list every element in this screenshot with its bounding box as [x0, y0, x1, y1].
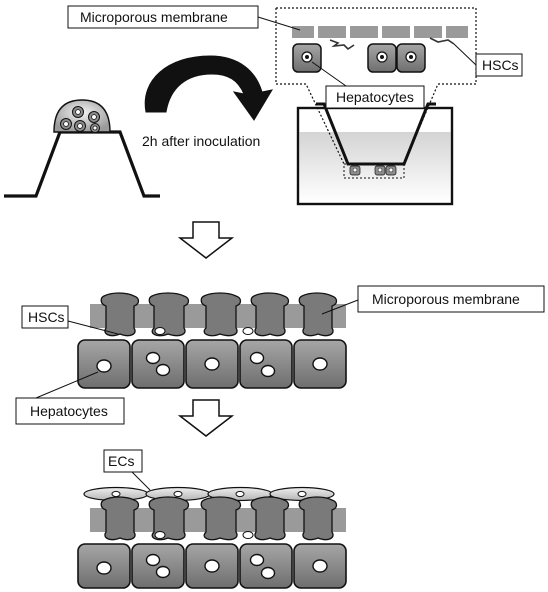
down-arrow-icon: [177, 221, 235, 259]
suspended-hepatocyte: [60, 118, 72, 130]
hsc-nuclei-middle: [154, 327, 254, 335]
hscs-bottom-layer: [100, 496, 338, 541]
seeding-stand: [4, 99, 160, 198]
hepatocyte-cell: [131, 543, 185, 589]
zoom-region: [343, 163, 405, 179]
suspended-hepatocyte: [88, 111, 100, 123]
hscs-middle-label: HSCs: [28, 309, 65, 325]
hsc-nuclei-bottom: [154, 531, 254, 539]
culture-insert: [296, 102, 454, 206]
hscs-top-label: HSCs: [482, 57, 519, 73]
callout-hscs-top: HSCs: [453, 43, 523, 77]
ecs-label: ECs: [108, 453, 134, 469]
curved-arrow-icon: [144, 55, 274, 121]
suspended-hepatocyte: [72, 106, 84, 118]
callout-ecs: ECs: [103, 449, 151, 491]
hepatocyte-cell: [131, 339, 185, 389]
down-arrow-icon: [177, 399, 235, 437]
membrane-top-label: Microporous membrane: [80, 9, 228, 25]
hepatocyte-top-left: [292, 43, 322, 73]
callout-hepatocytes-top: Hepatocytes: [311, 61, 425, 109]
suspended-hepatocyte: [74, 120, 86, 132]
callout-hepatocytes-middle: Hepatocytes: [15, 371, 125, 425]
membrane-middle-label: Microporous membrane: [372, 291, 520, 307]
hscs-middle-layer: [100, 292, 338, 337]
hepatocyte-top-right: [396, 43, 426, 73]
magnification-frame: [275, 7, 477, 165]
hepatocytes-top-label: Hepatocytes: [336, 89, 414, 105]
callout-membrane-top: Microporous membrane: [67, 5, 301, 31]
mini-cells: [349, 165, 397, 176]
suspended-hepatocyte: [90, 123, 100, 133]
callout-membrane-middle: Microporous membrane: [321, 285, 545, 315]
hepatocyte-cell: [239, 339, 293, 389]
hepatocyte-nuclei: [96, 351, 328, 378]
membrane-top-zoom: [292, 26, 468, 51]
hepatocytes-bottom-row: [77, 543, 347, 589]
hepatocytes-middle-label: Hepatocytes: [30, 403, 108, 419]
hepatocyte-cell: [239, 543, 293, 589]
hepatocytes-middle-row: [77, 339, 347, 389]
callout-hscs-middle: HSCs: [21, 305, 119, 335]
hepatocyte-nuclei: [96, 553, 328, 580]
inoculation-time-label: 2h after inoculation: [142, 133, 260, 149]
hepatocyte-top-mid: [367, 43, 397, 73]
